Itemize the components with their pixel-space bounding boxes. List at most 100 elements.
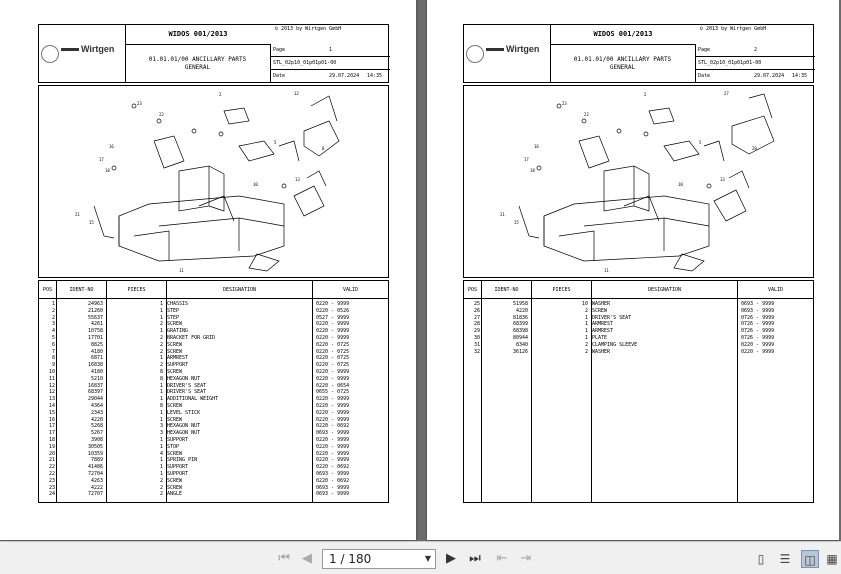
wirtgen-logo: Wirtgen xyxy=(61,44,114,54)
row-pieces: 1 xyxy=(159,382,163,389)
time-value: 14:35 xyxy=(792,73,808,79)
two-page-continuous-icon[interactable]: ▦ xyxy=(826,552,838,566)
row-designation: SUPPORT xyxy=(167,470,189,477)
row-designation: STOP xyxy=(167,443,180,450)
first-page-icon[interactable]: ⏮ xyxy=(278,551,290,566)
row-designation: WASHER xyxy=(592,301,611,307)
svg-text:15: 15 xyxy=(89,220,94,225)
row-valid: 0220 - 9999 xyxy=(316,402,350,409)
svg-text:18: 18 xyxy=(105,168,110,173)
column-divider xyxy=(166,299,167,502)
date-label: Date xyxy=(698,73,711,79)
col-designation: DESIGNATION xyxy=(592,281,738,299)
page-indicator: 1 / 180 xyxy=(329,552,372,566)
row-ident: 16837 xyxy=(87,382,103,389)
forward-icon[interactable]: ⇥ xyxy=(520,551,532,566)
row-valid: 0220 - 9999 xyxy=(741,348,775,355)
row-pos: 7 xyxy=(51,348,55,355)
row-valid: 0726 - 9999 xyxy=(741,334,775,341)
group-title: 01.01.01/00 ANCILLARY PARTS GENERAL xyxy=(550,44,696,82)
svg-text:21: 21 xyxy=(500,212,505,217)
row-designation: SCREW xyxy=(167,416,183,423)
row-pos: 13 xyxy=(48,396,55,403)
doc-title: WIDOS 001/2013 xyxy=(125,25,271,45)
row-pos: 23 xyxy=(48,484,55,491)
row-designation: PLATE xyxy=(592,334,608,341)
document-viewport[interactable]: Wirtgen WIDOS 001/2013 © 2013 by Wirtgen… xyxy=(0,0,841,541)
row-pieces: 2 xyxy=(159,491,163,498)
back-icon[interactable]: ⇤ xyxy=(496,551,508,566)
last-page-icon[interactable]: ⏭ xyxy=(469,551,481,566)
two-page-icon[interactable]: ◫ xyxy=(801,550,819,568)
page-2: Wirtgen WIDOS 001/2013 © 2013 by Wirtgen… xyxy=(427,0,839,540)
single-page-icon[interactable]: ▯ xyxy=(757,552,765,566)
row-pieces: 2 xyxy=(159,321,163,328)
col-ident: IDENT-NO xyxy=(57,281,107,299)
row-pos: 10 xyxy=(48,368,55,375)
column-divider xyxy=(481,299,482,502)
row-valid: 0220 - 9999 xyxy=(316,328,350,335)
row-ident: 4180 xyxy=(90,368,103,375)
row-valid: 0220 - 0692 xyxy=(316,423,350,430)
row-designation: DRIVER'S SEAT xyxy=(592,314,632,321)
copyright: © 2013 by Wirtgen GmbH xyxy=(275,26,342,32)
page-label: Page xyxy=(698,47,711,53)
row-designation: HEXAGON NUT xyxy=(167,430,201,437)
row-designation: ANGLE xyxy=(167,491,183,498)
row-pieces: 1 xyxy=(159,416,163,423)
row-designation: HEXAGON NUT xyxy=(167,423,201,430)
continuous-icon[interactable]: ☰ xyxy=(779,552,791,566)
page-number-select[interactable]: 1 / 180 ▼ xyxy=(322,549,436,569)
row-valid: 0220 - 9999 xyxy=(316,443,350,450)
row-pos: 9 xyxy=(51,362,55,369)
scrollbar[interactable] xyxy=(839,0,841,541)
row-pos: 18 xyxy=(48,436,55,443)
row-designation: LEVEL STICK xyxy=(167,409,201,416)
svg-text:23: 23 xyxy=(137,101,142,106)
row-pieces: 1 xyxy=(159,328,163,335)
row-pos: 21 xyxy=(48,457,55,464)
row-designation: ARMREST xyxy=(167,355,189,362)
row-pos: 22 xyxy=(48,464,55,471)
next-page-icon[interactable]: ▶ xyxy=(446,551,456,566)
row-pos: 2 xyxy=(51,307,55,314)
row-pos: 20 xyxy=(48,450,55,457)
svg-text:11: 11 xyxy=(604,268,609,273)
row-valid: 0220 - 9999 xyxy=(316,375,350,382)
row-designation: BRACKET FOR GRID xyxy=(167,334,216,341)
row-ident: 8825 xyxy=(90,341,103,348)
prev-page-icon[interactable]: ◀ xyxy=(302,551,312,566)
row-valid: 0726 - 9999 xyxy=(741,328,775,335)
row-pos: 17 xyxy=(48,430,55,437)
row-pieces: 1 xyxy=(159,443,163,450)
row-valid: 0220 - 9999 xyxy=(316,301,350,307)
page-label: Page xyxy=(273,47,286,53)
row-pieces: 1 xyxy=(159,470,163,477)
group-code: 01.01.01/00 ANCILLARY PARTS xyxy=(148,56,247,63)
page-number: 1 xyxy=(329,47,333,53)
row-pos: 1 xyxy=(51,301,55,307)
row-pos: 11 xyxy=(48,375,55,382)
row-valid: 0220 - 0725 xyxy=(316,341,350,348)
svg-text:5: 5 xyxy=(699,140,702,145)
svg-text:10: 10 xyxy=(678,182,683,187)
svg-text:22: 22 xyxy=(159,112,164,117)
row-valid: 0527 - 9999 xyxy=(316,314,350,321)
